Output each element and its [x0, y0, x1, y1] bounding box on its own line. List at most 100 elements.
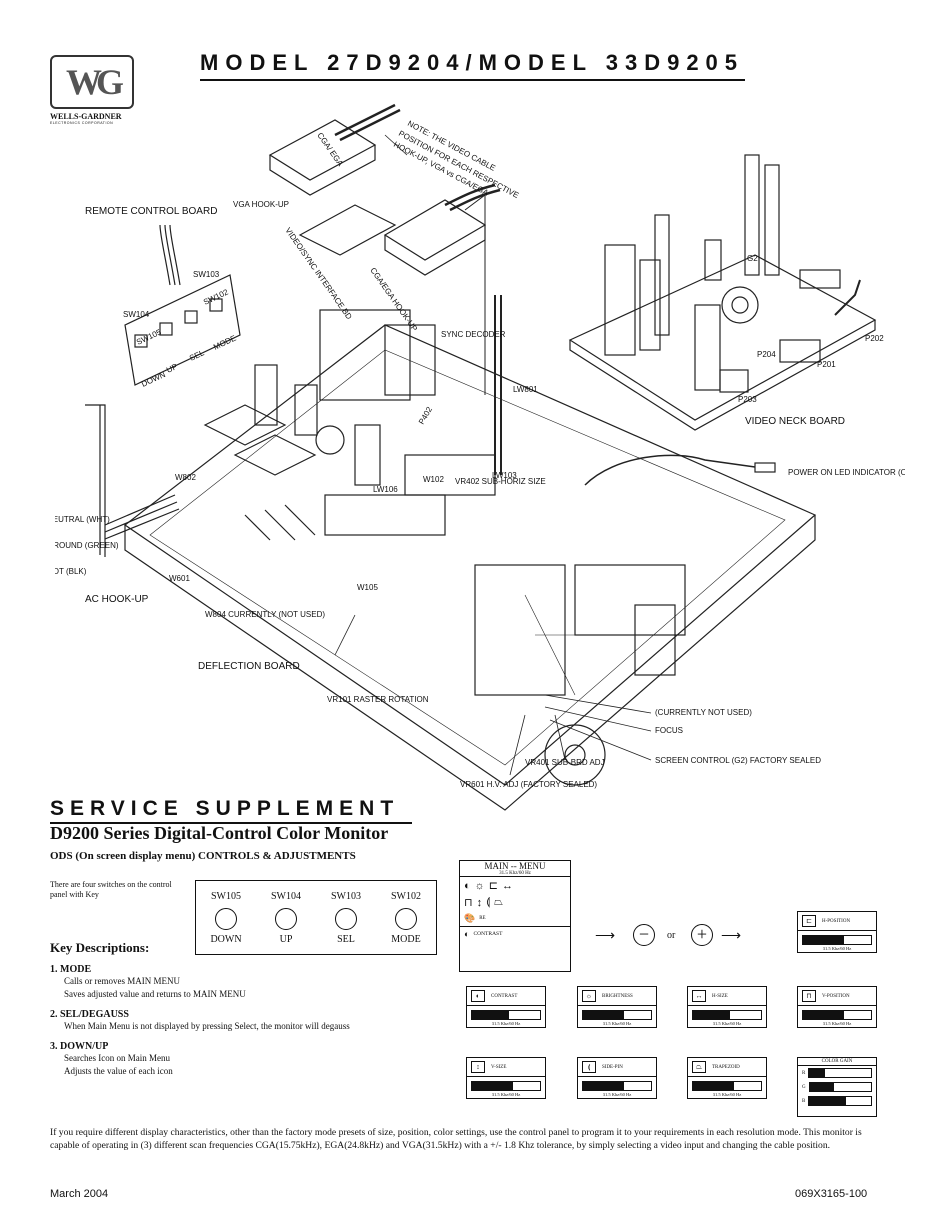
switch-button-icon: [395, 908, 417, 930]
main-menu-icon-row-1: ◐ ☼ ⊏ ↔: [460, 877, 570, 894]
osd-main-menu: MAIN -- MENU 31.5 Khz/60 Hz ◐ ☼ ⊏ ↔ ⊓ ↕ …: [459, 860, 571, 972]
requirements-paragraph: If you require different display charact…: [50, 1127, 862, 1151]
level-bar: [692, 1081, 762, 1091]
switch-button-icon: [335, 908, 357, 930]
arrow-right-icon: ⟶: [721, 929, 742, 944]
switch-panel: SW105 DOWN SW104 UP SW103 SEL SW102 MODE: [195, 880, 437, 955]
p202-label: P202: [865, 334, 884, 343]
main-menu-title: MAIN -- MENU 31.5 Khz/60 Hz: [460, 861, 570, 877]
h-position-icon: ⊏: [802, 915, 816, 927]
arrow-right-icon: ⟶: [595, 929, 616, 944]
p203-label: P203: [738, 395, 757, 404]
main-menu-icon-row-3: 🎨 RE: [460, 911, 570, 926]
switch-name: SW105: [211, 891, 241, 902]
w802-label: W802: [175, 473, 196, 482]
switch-label: MODE: [391, 934, 421, 945]
sw103-label: SW103: [193, 270, 220, 279]
ground-label: GROUND (GREEN): [55, 541, 119, 550]
key-descriptions: Key Descriptions: 1. MODE Calls or remov…: [50, 940, 450, 1086]
vr101-label: VR101 RASTER ROTATION: [327, 695, 429, 704]
p402-label: P402: [417, 405, 434, 426]
switch-sw103: SW103 SEL: [316, 881, 376, 954]
vr601-label: VR601 H.V. ADJ (FACTORY SEALED): [460, 780, 597, 789]
video-sync-label: VIDEO/SYNC INTERFACE BD: [283, 226, 353, 321]
key-line: Calls or removes MAIN MENU: [64, 976, 180, 986]
gain-channel: G: [802, 1084, 806, 1090]
brightness-icon: ☼: [474, 879, 485, 892]
down-label: DOWN: [140, 370, 167, 389]
video-neck-board-label: VIDEO NECK BOARD: [745, 416, 845, 427]
level-bar: [692, 1010, 762, 1020]
focus-label: FOCUS: [655, 726, 683, 735]
service-supplement-title: SERVICE SUPPLEMENT: [50, 797, 400, 820]
key-title: 2. SEL/DEGAUSS: [50, 1009, 129, 1020]
plus-icon: +: [691, 924, 713, 946]
up-label: UP: [165, 362, 179, 375]
re-label: RE: [479, 916, 486, 921]
panel-freq: 31.5 Khz/60 Hz: [602, 1092, 632, 1097]
sw105-label: SW105: [135, 327, 163, 346]
panel-h-size: ↔H-SIZE 31.5 Khz/60 Hz: [687, 986, 767, 1028]
panel-freq: 31.5 Khz/60 Hz: [712, 1021, 742, 1026]
side-pin-icon: ⟬: [582, 1061, 596, 1073]
trapezoid-icon: ⏢: [692, 1061, 706, 1073]
g2-label: G2: [747, 254, 758, 263]
gain-bar: [808, 1082, 872, 1092]
level-bar: [802, 1010, 872, 1020]
level-bar: [582, 1081, 652, 1091]
gain-channel: B: [802, 1098, 806, 1104]
gain-bar: [808, 1068, 872, 1078]
h-position-icon: ⊏: [488, 880, 498, 892]
vga-hookup-label: VGA HOOK-UP: [233, 200, 289, 209]
v-position-icon: ⊓: [802, 990, 816, 1002]
w804-label: W804 CURRENTLY (NOT USED): [205, 610, 325, 619]
switch-label: DOWN: [210, 934, 242, 945]
contrast-icon: ◐: [471, 990, 485, 1002]
not-used-label: (CURRENTLY NOT USED): [655, 708, 752, 717]
switch-name: SW102: [391, 891, 421, 902]
switch-sw102: SW102 MODE: [376, 881, 436, 954]
main-menu-status: ◐ CONTRAST: [460, 926, 570, 941]
v-size-icon: ↕: [471, 1061, 485, 1073]
panel-label: TRAPEZOID: [712, 1064, 740, 1070]
contrast-icon: ◐: [464, 879, 471, 892]
vr402-label: VR402 SUB-HORIZ SIZE: [455, 477, 546, 486]
adjust-arrows: ⟶ − or + ⟶: [595, 924, 775, 954]
main-menu-icon-row-2: ⊓ ↕ ⟬ ⏢: [460, 894, 570, 911]
gain-channel: R: [802, 1070, 806, 1076]
level-bar: [471, 1081, 541, 1091]
key-line: Adjusts the value of each icon: [64, 1066, 173, 1076]
panel-v-size: ↕V-SIZE 31.5 Khz/60 Hz: [466, 1057, 546, 1099]
panel-label: CONTRAST: [491, 993, 518, 999]
main-menu-title-text: MAIN -- MENU: [484, 861, 546, 871]
power-led-label: POWER ON LED INDICATOR (OPTIONAL): [788, 468, 905, 477]
neutral-label: NEUTRAL (WHT): [55, 515, 110, 524]
level-bar: [471, 1010, 541, 1020]
panel-freq: 31.5 Khz/60 Hz: [491, 1092, 521, 1097]
supplement-underline: [50, 822, 412, 824]
key-item-mode: 1. MODE Calls or removes MAIN MENU Saves…: [50, 964, 450, 1001]
panel-trapezoid: ⏢ TRAPEZOID 31.5 Khz/60 Hz: [687, 1057, 767, 1099]
wells-gardner-logo: WG WELLS-GARDNER ELECTRONICS CORPORATION: [50, 55, 134, 129]
key-item-sel: 2. SEL/DEGAUSS When Main Menu is not dis…: [50, 1009, 450, 1033]
cga-ega-hookup-label: CGA/EGA HOOK-UP: [368, 266, 419, 333]
sw104-label: SW104: [123, 310, 150, 319]
key-title: 3. DOWN/UP: [50, 1041, 109, 1052]
or-label: or: [667, 930, 676, 941]
switch-intro-text: There are four switches on the control p…: [50, 880, 172, 899]
panel-label: H-SIZE: [712, 993, 728, 999]
panel-brightness: ☼BRIGHTNESS 31.5 Khz/60 Hz: [577, 986, 657, 1028]
panel-h-position: ⊏H-POSITION 31.5 Khz/60 Hz: [797, 911, 877, 953]
switch-label: SEL: [337, 934, 355, 945]
trapezoid-icon: ⏢: [494, 896, 503, 908]
vr401-label: VR401 SUB-BRD ADJ: [525, 758, 605, 767]
panel-label: H-POSITION: [822, 918, 851, 924]
level-bar: [802, 935, 872, 945]
switch-button-icon: [275, 908, 297, 930]
model-title: MODEL 27D9204/MODEL 33D9205: [200, 50, 745, 75]
gain-row-r: R: [798, 1066, 876, 1080]
main-menu-contrast-label: CONTRAST: [473, 931, 503, 937]
lw103-label: LW103: [492, 471, 517, 480]
logo-mark: WG: [50, 55, 134, 109]
panel-freq: 31.5 Khz/60 Hz: [712, 1092, 742, 1097]
